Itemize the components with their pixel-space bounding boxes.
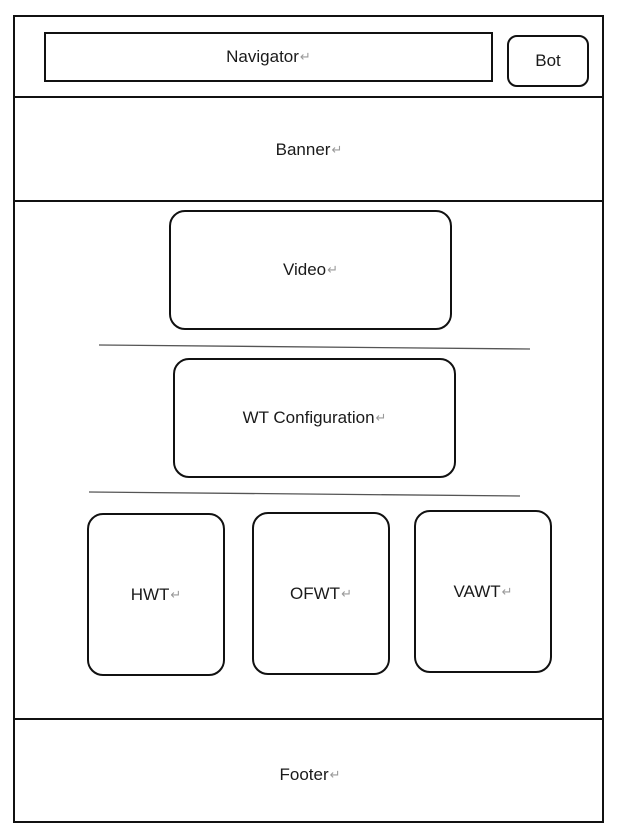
navigator-bar[interactable]: Navigator↵ xyxy=(44,32,493,82)
wt-configuration-box[interactable]: WT Configuration↵ xyxy=(173,358,456,478)
footer-label-wrap: Footer↵ xyxy=(279,765,340,785)
video-box[interactable]: Video↵ xyxy=(169,210,452,330)
banner-label-wrap: Banner↵ xyxy=(276,140,343,160)
navigator-label: Navigator xyxy=(226,47,299,66)
bot-button[interactable]: Bot xyxy=(507,35,589,87)
vawt-box[interactable]: VAWT↵ xyxy=(414,510,552,673)
paragraph-mark: ↵ xyxy=(299,49,311,64)
paragraph-mark: ↵ xyxy=(331,142,343,157)
paragraph-mark: ↵ xyxy=(329,767,341,782)
hwt-label: HWT xyxy=(130,584,170,604)
paragraph-mark: ↵ xyxy=(501,583,513,599)
ofwt-box[interactable]: OFWT↵ xyxy=(252,512,390,675)
wt-configuration-label: WT Configuration xyxy=(242,408,375,427)
hwt-box[interactable]: HWT↵ xyxy=(87,513,225,676)
paragraph-mark: ↵ xyxy=(341,585,352,601)
footer-divider xyxy=(13,718,604,720)
paragraph-mark: ↵ xyxy=(170,586,182,602)
paragraph-mark: ↵ xyxy=(327,262,339,277)
bot-label: Bot xyxy=(535,51,561,70)
paragraph-mark: ↵ xyxy=(375,410,387,425)
page-frame xyxy=(13,15,604,823)
video-label: Video xyxy=(282,260,327,279)
banner-divider xyxy=(13,200,604,202)
banner-label: Banner xyxy=(275,140,331,159)
vawt-label: VAWT xyxy=(453,581,501,601)
header-divider xyxy=(13,96,604,98)
ofwt-label: OFWT xyxy=(290,583,341,603)
footer-label: Footer xyxy=(279,765,329,784)
